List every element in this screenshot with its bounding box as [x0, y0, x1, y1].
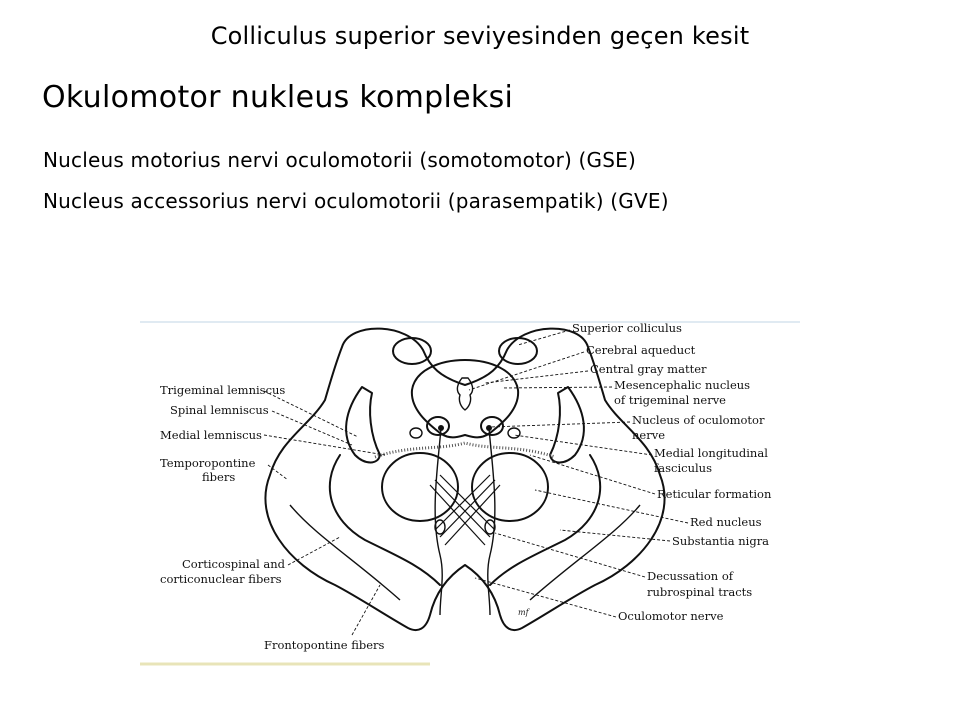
label-trigeminal-lemniscus: Trigeminal lemniscus [160, 383, 285, 397]
red-nucleus-left [382, 453, 458, 521]
bullet-gve: Nucleus accessorius nervi oculomotorii (… [43, 189, 669, 213]
label-reticular-formation: Reticular formation [657, 487, 772, 501]
artist-signature: mf [518, 608, 531, 617]
label-oculomotor-nucleus-2: nerve [632, 428, 665, 442]
label-oculomotor-nucleus-1: Nucleus of oculomotor [632, 413, 765, 427]
label-mesencephalic-nucleus-1: Mesencephalic nucleus [614, 378, 750, 392]
label-corticospinal-1: Corticospinal and [182, 557, 286, 571]
label-mesencephalic-nucleus-2: of trigeminal nerve [614, 393, 726, 407]
label-decussation-2: rubrospinal tracts [647, 585, 752, 599]
crus-line-left [290, 505, 400, 600]
label-cerebral-aqueduct: Cerebral aqueduct [586, 343, 696, 357]
leader-lines-left [264, 391, 385, 635]
reticular-formation [375, 443, 555, 457]
label-decussation-1: Decussation of [647, 569, 734, 583]
label-corticospinal-2: corticonuclear fibers [160, 572, 282, 586]
label-temporopontine-2: fibers [202, 470, 235, 484]
mlf-left [410, 428, 422, 438]
label-oculomotor-nerve: Oculomotor nerve [618, 609, 724, 623]
lemniscus-band-right [550, 387, 584, 463]
slide-title: Okulomotor nukleus kompleksi [42, 80, 513, 115]
crus-line-right [530, 505, 640, 600]
label-medial-lemniscus: Medial lemniscus [160, 428, 262, 442]
red-nucleus-right [472, 453, 548, 521]
superior-colliculus-left [393, 338, 431, 364]
oculomotor-root-right [485, 520, 495, 534]
midbrain-cross-section-figure: mf Superior colliculus Cerebral aqueduct… [140, 315, 805, 670]
label-temporopontine-1: Temporopontine [160, 456, 256, 470]
label-central-gray-matter: Central gray matter [590, 362, 707, 376]
label-spinal-lemniscus: Spinal lemniscus [170, 403, 269, 417]
oculomotor-root-left [435, 520, 445, 534]
label-mlf-2: fasciculus [654, 461, 712, 475]
label-substantia-nigra: Substantia nigra [672, 534, 769, 548]
label-frontopontine-fibers: Frontopontine fibers [264, 638, 385, 652]
label-red-nucleus: Red nucleus [690, 515, 762, 529]
midbrain-diagram: mf Superior colliculus Cerebral aqueduct… [140, 315, 805, 670]
mlf-right [508, 428, 520, 438]
label-mlf-1: Medial longitudinal [654, 446, 768, 460]
superior-colliculus-right [499, 338, 537, 364]
label-superior-colliculus: Superior colliculus [572, 321, 682, 335]
bullet-gse: Nucleus motorius nervi oculomotorii (som… [43, 148, 636, 172]
slide-header: Colliculus superior seviyesinden geçen k… [0, 22, 960, 50]
